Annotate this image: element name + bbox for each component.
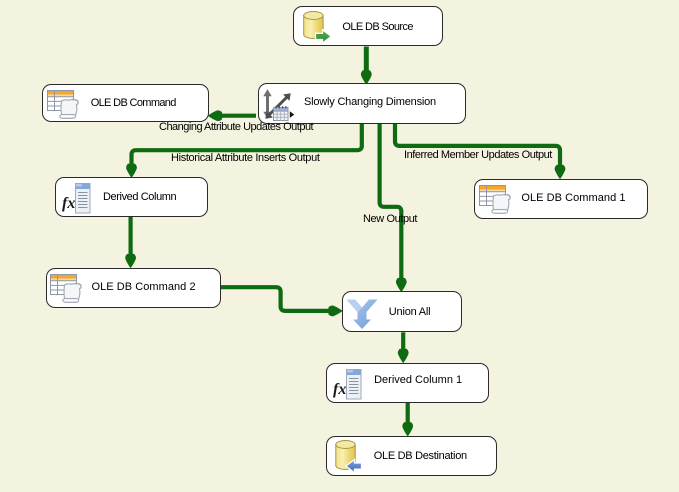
- svg-text:fx: fx: [62, 195, 75, 212]
- svg-text:fx: fx: [333, 381, 346, 398]
